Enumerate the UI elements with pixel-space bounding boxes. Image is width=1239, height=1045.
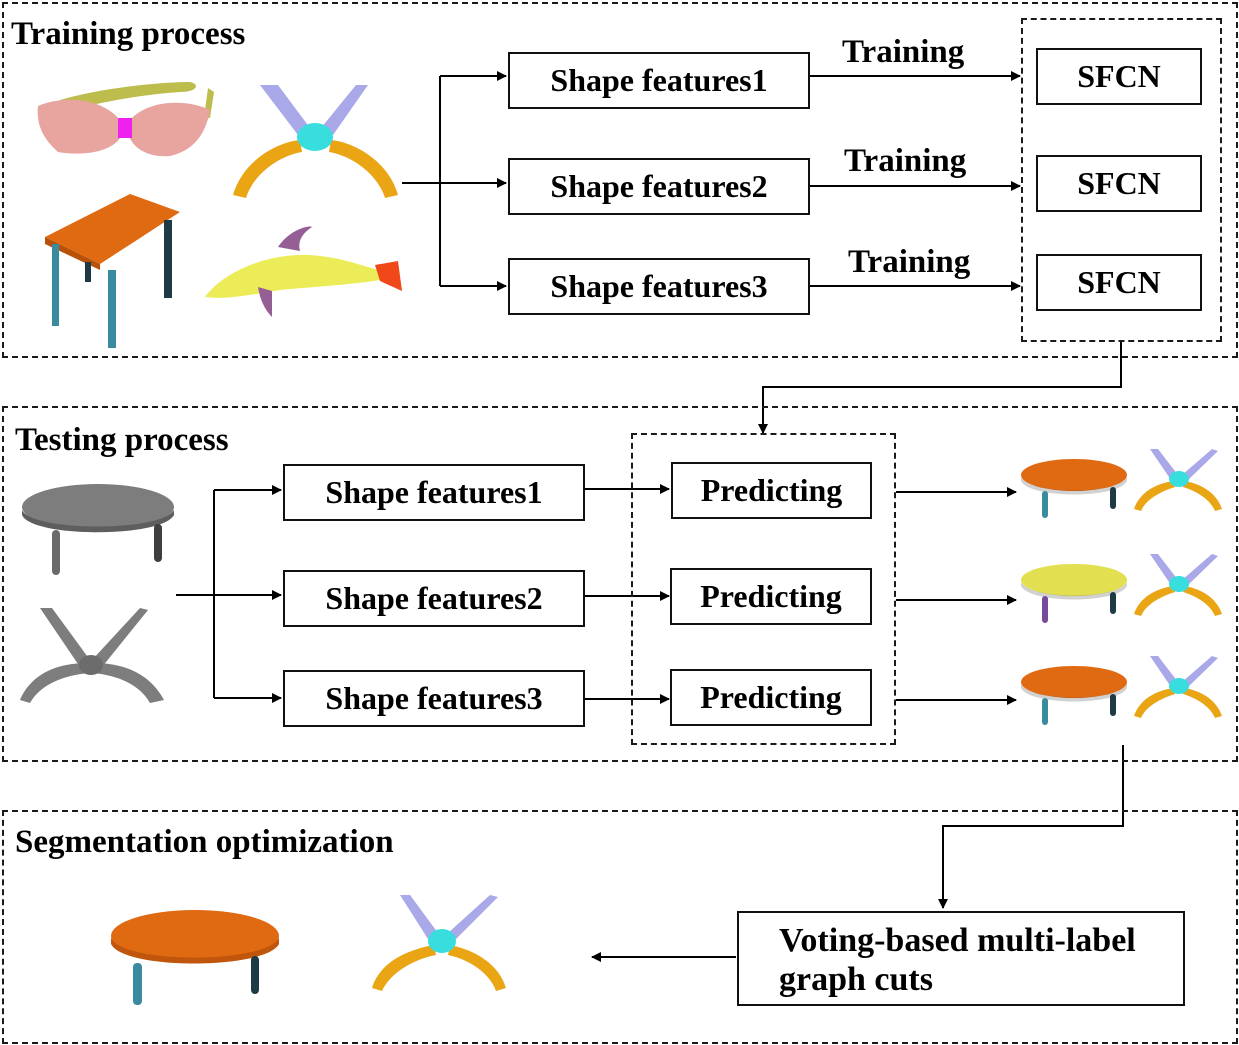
training-panel: [2, 2, 1238, 358]
dolphin-shape: [205, 226, 402, 317]
result-pliers-3: [1134, 656, 1222, 718]
training-feature-box-2: Shape features2: [508, 158, 810, 215]
result-table-2: [1021, 564, 1127, 623]
sfcn-box-1: SFCN: [1036, 48, 1202, 105]
optimization-panel: [2, 810, 1238, 1044]
predict-box-1: Predicting: [671, 462, 872, 519]
training-feature-box-3: Shape features3: [508, 258, 810, 315]
predict-group: [631, 433, 896, 745]
round-table-segmented-shape: [111, 910, 279, 1005]
testing-panel-title: Testing process: [15, 422, 229, 458]
sfcn-box-2: SFCN: [1036, 155, 1202, 212]
testing-feature-box-3: Shape features3: [283, 670, 585, 727]
pliers-segmented-shape: [372, 895, 506, 991]
optimization-panel-title: Segmentation optimization: [15, 824, 394, 860]
result-table-1: [1021, 459, 1127, 518]
predict-box-2: Predicting: [670, 568, 872, 625]
training-edge-label-3: Training: [848, 244, 971, 280]
predict-box-3: Predicting: [670, 669, 872, 726]
training-edge-label-1: Training: [842, 34, 965, 70]
result-table-3: [1021, 666, 1127, 725]
training-edge-label-2: Training: [844, 143, 967, 179]
testing-feature-box-1: Shape features1: [283, 464, 585, 521]
table-shape: [45, 194, 180, 348]
pliers-gray-shape: [20, 608, 164, 703]
pliers-shape: [233, 85, 398, 198]
training-panel-title: Training process: [11, 16, 246, 52]
voting-graph-cuts-box: Voting-based multi-label graph cuts: [737, 911, 1185, 1006]
glasses-shape: [37, 82, 214, 157]
round-table-gray-shape: [22, 484, 174, 575]
sfcn-group: [1021, 18, 1222, 342]
sfcn-box-3: SFCN: [1036, 254, 1202, 311]
testing-panel: [2, 406, 1238, 762]
result-pliers-1: [1134, 449, 1222, 511]
testing-feature-box-2: Shape features2: [283, 570, 585, 627]
result-pliers-2: [1134, 554, 1222, 616]
training-feature-box-1: Shape features1: [508, 52, 810, 109]
